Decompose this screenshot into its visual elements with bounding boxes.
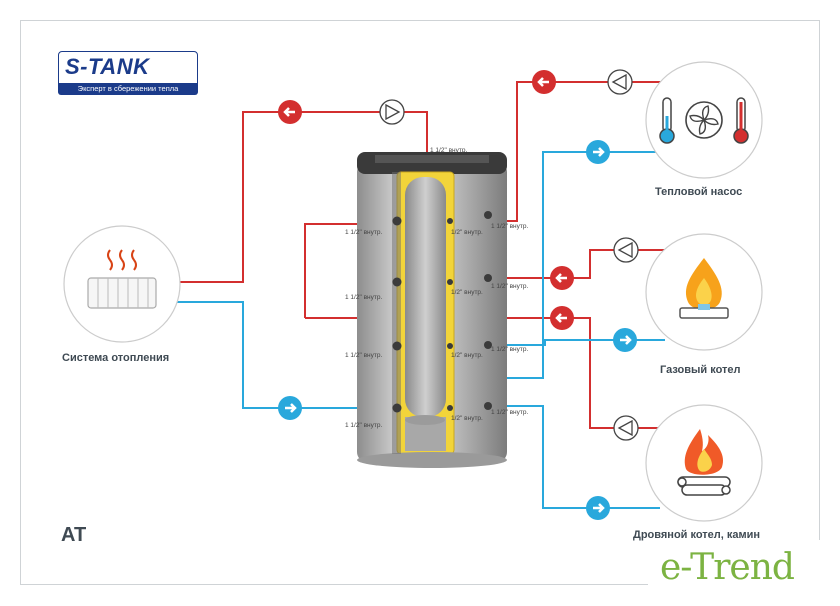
heat-pump-icon <box>645 61 763 179</box>
fitting-label-top: 1 1/2" внутр. <box>430 147 468 154</box>
fitting-label-left: 1 1/2" внутр. <box>345 229 383 236</box>
fitting-label-left: 1 1/2" внутр. <box>345 422 383 429</box>
flow-arrow-icon <box>550 266 574 290</box>
fitting-label-right: 1 1/2" внутр. <box>491 223 529 230</box>
fitting-label-inner: 1/2" внутр. <box>451 229 483 236</box>
flow-arrow-icon <box>550 306 574 330</box>
s-tank-logo: S-TANK Эксперт в сбережении тепла <box>58 51 200 95</box>
blue-pipe-heating <box>160 301 395 409</box>
wood-fire-icon <box>645 404 763 522</box>
logo-tagline: Эксперт в сбережении тепла <box>58 83 198 95</box>
flow-arrows <box>278 70 637 520</box>
pumps <box>379 69 639 441</box>
label-gas-boiler: Газовый котел <box>660 364 741 376</box>
pump-icon <box>613 415 639 441</box>
red-pipe-heating <box>160 111 428 283</box>
model-label: AT <box>61 524 87 546</box>
pump-icon <box>379 99 405 125</box>
flow-arrow-icon <box>278 396 302 420</box>
pump-icon <box>613 237 639 263</box>
logo-name: S-TANK <box>65 54 150 79</box>
flow-arrow-icon <box>278 100 302 124</box>
tank-fittings <box>392 211 492 413</box>
red-pipe-gas <box>490 249 665 279</box>
flow-arrow-icon <box>613 328 637 352</box>
diagram-frame <box>20 20 820 585</box>
fitting-label-inner: 1/2" внутр. <box>451 289 483 296</box>
blue-pipe-gas <box>490 339 665 346</box>
gas-flame-icon <box>645 233 763 351</box>
fitting-label-inner: 1/2" внутр. <box>451 415 483 422</box>
fitting-label-right: 1 1/2" внутр. <box>491 283 529 290</box>
fitting-label-left: 1 1/2" внутр. <box>345 352 383 359</box>
fitting-label-right: 1 1/2" внутр. <box>491 409 529 416</box>
label-heating-system: Система отопления <box>62 352 170 364</box>
watermark-backdrop <box>648 540 820 606</box>
storage-tank <box>357 152 507 468</box>
label-heat-pump: Тепловой насос <box>655 186 743 198</box>
fitting-label-inner: 1/2" внутр. <box>451 352 483 359</box>
flow-arrow-icon <box>532 70 556 94</box>
e-trend-watermark: e-Trend <box>660 547 795 588</box>
pump-icon <box>607 69 633 95</box>
flow-arrow-icon <box>586 140 610 164</box>
radiator-icon <box>63 225 181 343</box>
fitting-label-left: 1 1/2" внутр. <box>345 294 383 301</box>
label-wood-boiler: Дровяной котел, камин <box>633 529 761 541</box>
flow-arrow-icon <box>586 496 610 520</box>
fitting-label-right: 1 1/2" внутр. <box>491 346 529 353</box>
